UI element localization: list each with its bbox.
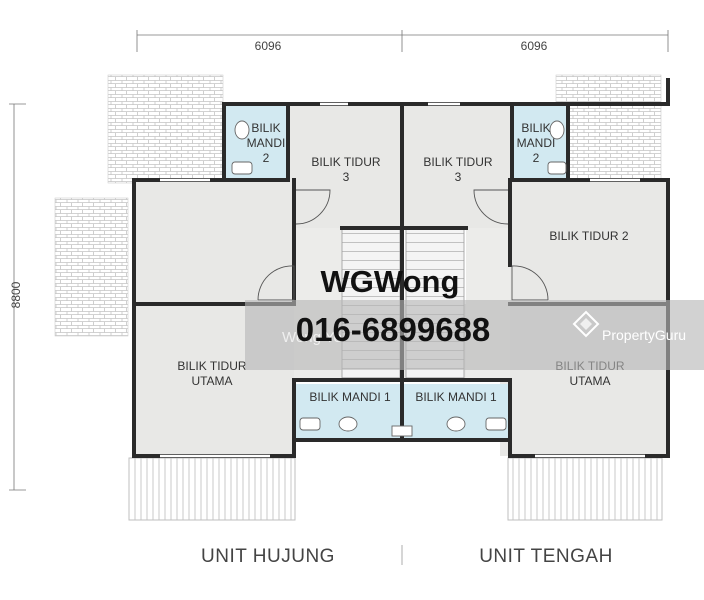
label-bilik-mandi-1-left: BILIK MANDI 1 (309, 390, 391, 404)
roof-tiles-side-left (54, 197, 129, 337)
door-swings (257, 189, 549, 301)
watermark-band (245, 300, 704, 370)
fixtures (231, 120, 567, 437)
roof-tiles-top-left (107, 74, 224, 184)
windows (160, 102, 645, 458)
dimension-right-width: 6096 (521, 39, 548, 53)
unit-label-tengah: UNIT TENGAH (479, 546, 613, 567)
propertyguru-logo-icon (572, 310, 600, 338)
label-bilik-tidur-2: BILIK TIDUR 2 (549, 229, 628, 243)
label-bilik-mandi-1-right: BILIK MANDI 1 (415, 390, 497, 404)
watermark-faint-text: Wong Ye (282, 329, 342, 346)
unit-label-hujung: UNIT HUJUNG (201, 546, 335, 567)
dimension-lines (9, 30, 669, 491)
watermark-agent-name: WGWong (321, 264, 460, 299)
balcony-left (128, 457, 296, 521)
dimension-depth: 8800 (9, 281, 23, 308)
balcony-right (507, 457, 663, 521)
watermark-phone: 016-6899688 (296, 311, 491, 348)
dimension-left-width: 6096 (255, 39, 282, 53)
roof-tiles-top-right (555, 74, 662, 184)
watermark-brand: PropertyGuru (602, 327, 686, 343)
